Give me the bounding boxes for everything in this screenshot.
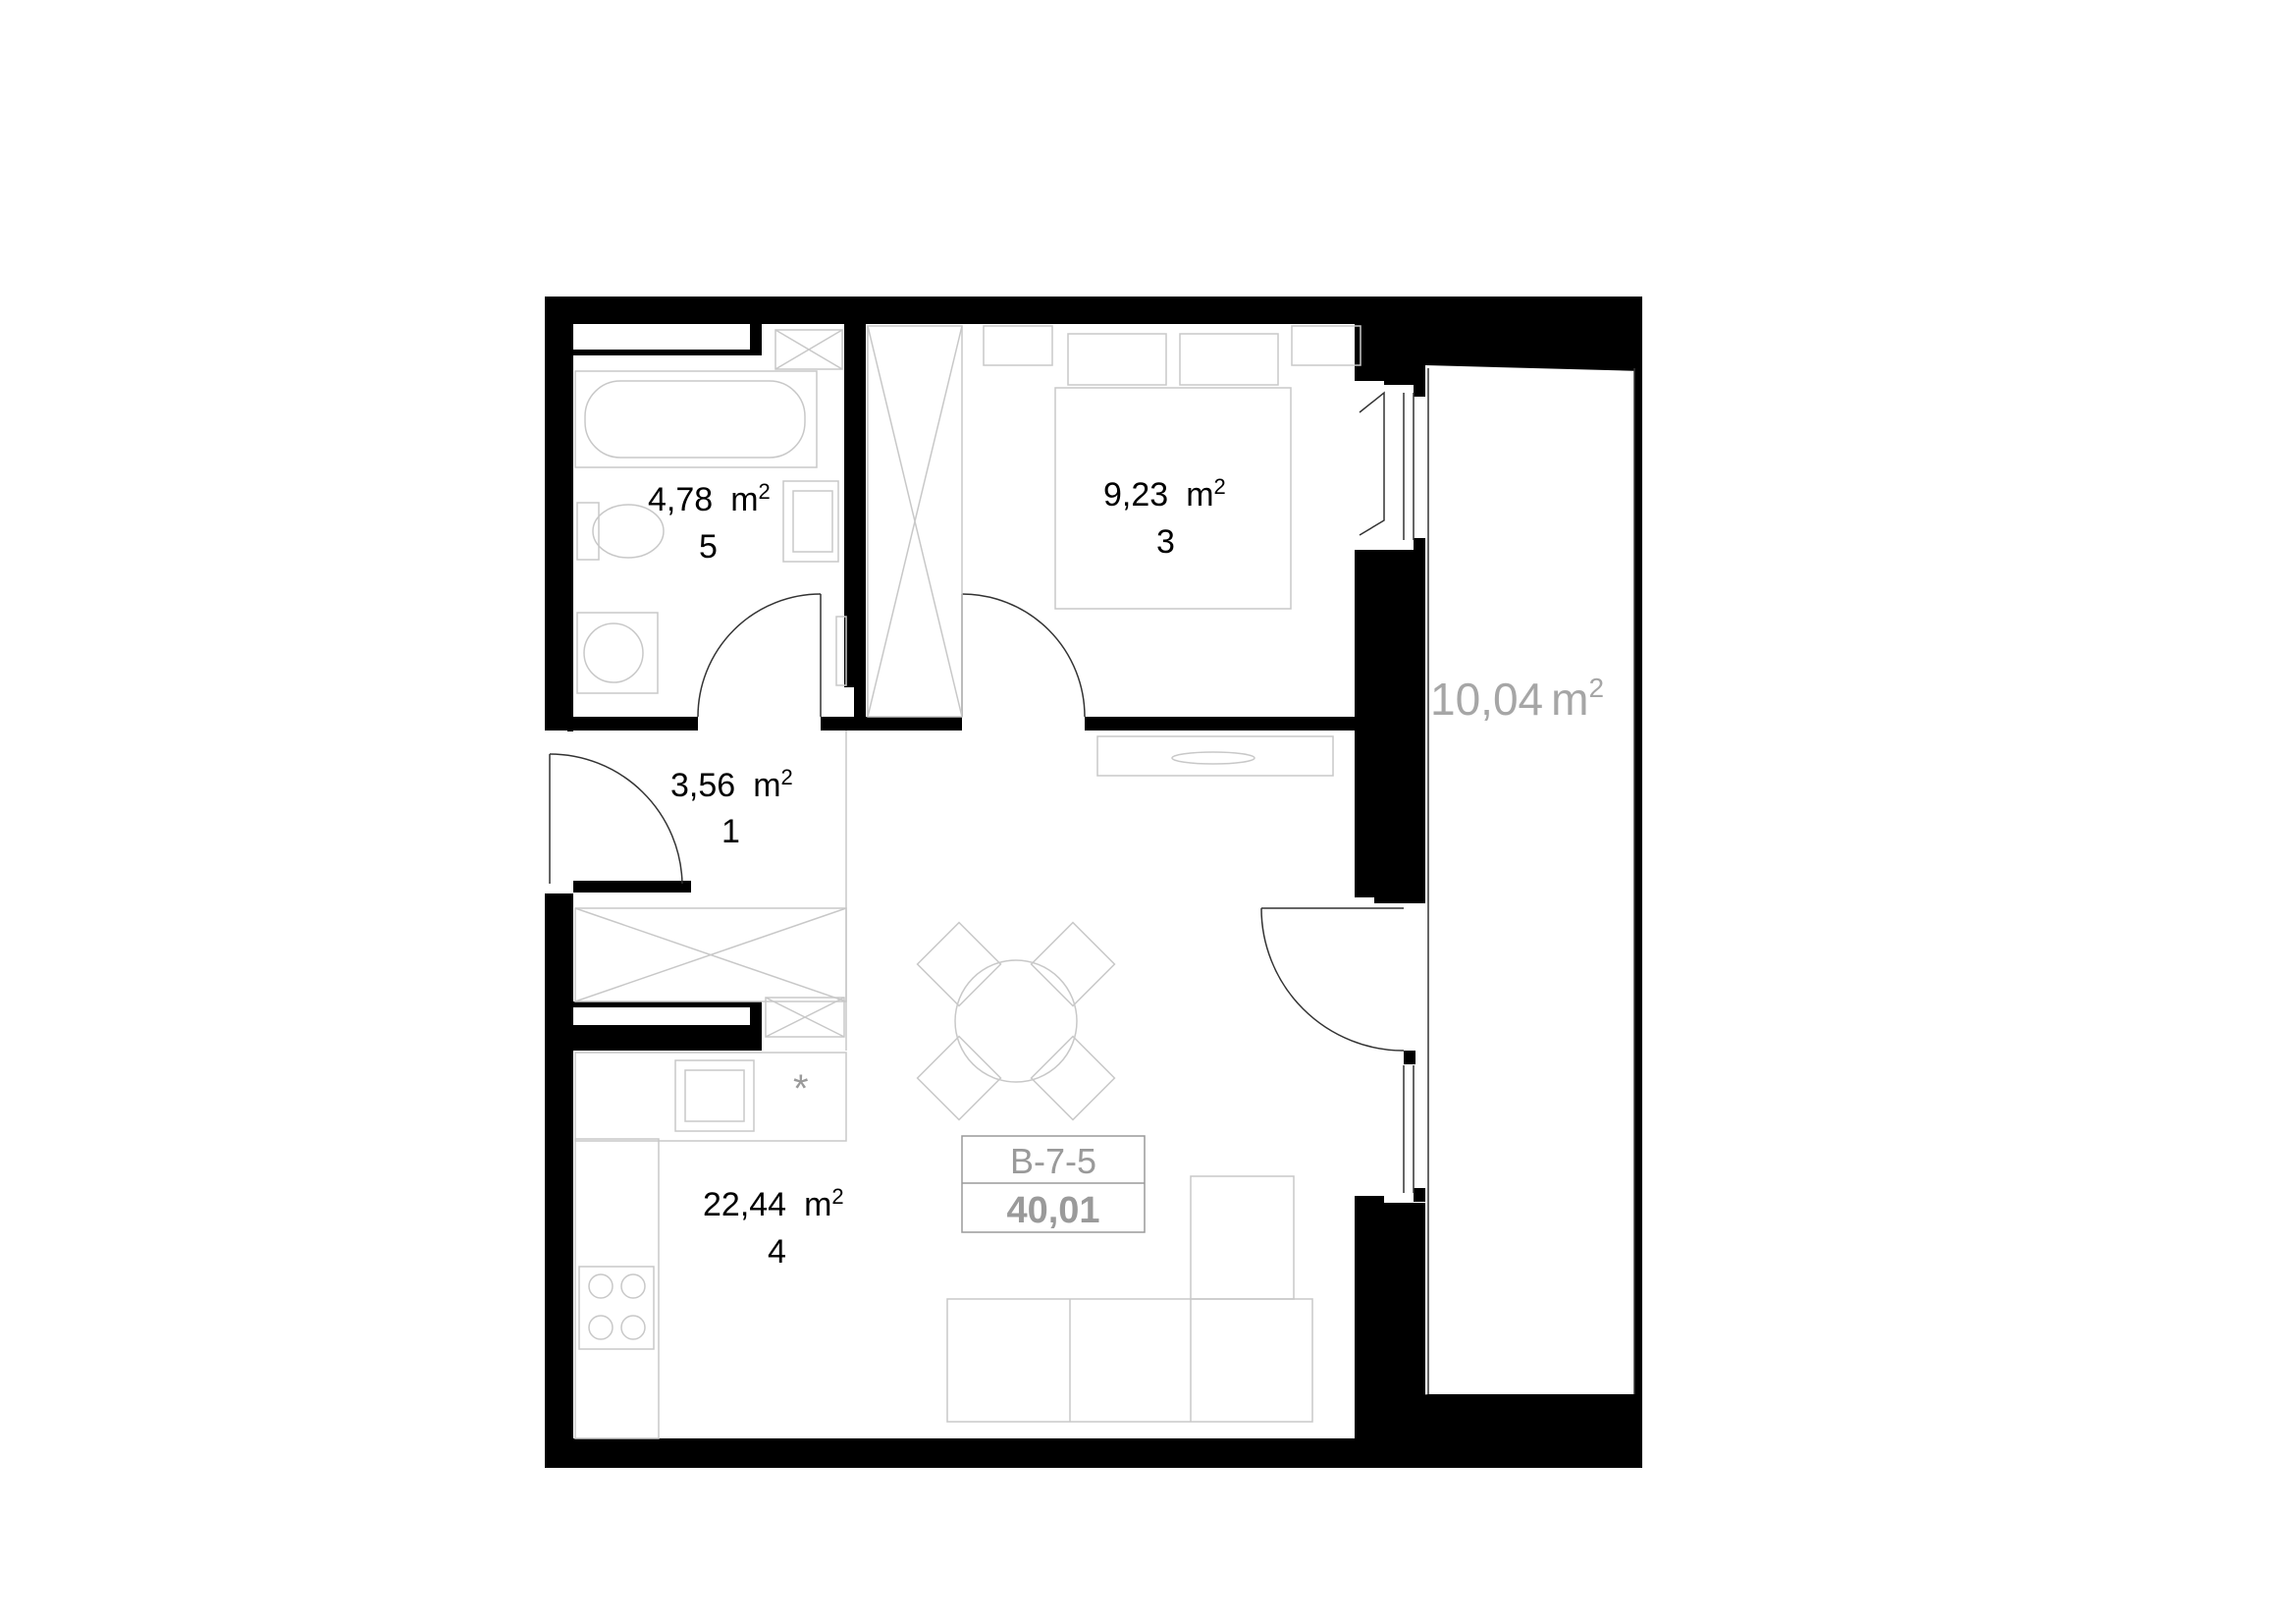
dining-chair-nw [916, 921, 1002, 1007]
wall-bath-notch [750, 324, 762, 355]
stove-burner-2 [620, 1273, 646, 1299]
doors [549, 391, 1415, 1193]
kitchen-counter-left [574, 1138, 660, 1439]
bed-pillow-right [1179, 333, 1279, 386]
entry-door-swing [549, 753, 683, 885]
wall-closet-bottom [573, 1025, 762, 1051]
wall-left-lower [545, 893, 573, 1467]
dining-chair-ne [1030, 921, 1116, 1007]
unit-code: B-7-5 [1010, 1141, 1096, 1181]
dining-chair-se [1030, 1035, 1116, 1121]
bed-pillow-left [1067, 333, 1167, 386]
kitchen-sink [674, 1059, 755, 1132]
wall-bed-bottom-l [854, 717, 962, 730]
unit-box-frame [961, 1135, 1146, 1233]
hall-closet-shaft-x2 [765, 997, 845, 1038]
kitchen-sink-basin [684, 1069, 745, 1122]
wall-balcony-bottom [1355, 1394, 1642, 1468]
living-shelf-knob [1171, 751, 1255, 765]
toilet-tank [576, 502, 600, 561]
bedroom-wardrobe [867, 325, 963, 718]
wall-bed-left [854, 324, 866, 730]
wall-nub-4 [1414, 1188, 1425, 1202]
balcony-door-swing [1260, 907, 1405, 1052]
stove-burner-3 [588, 1315, 614, 1340]
balcony [1427, 368, 1635, 1394]
living-shelf [1096, 735, 1334, 777]
bedroom-window-swing [1359, 391, 1385, 536]
stove-burner-1 [588, 1273, 614, 1299]
wall-bath-bottom [573, 717, 698, 730]
wall-bed-bottom-r [1085, 717, 1379, 730]
kitchen-asterisk-icon: * [793, 1067, 809, 1110]
bedside-right [1291, 325, 1362, 366]
wall-balcony-right [1634, 297, 1642, 1468]
hall-closet-shaft [765, 997, 845, 1038]
wall-nub-3 [1404, 1051, 1415, 1064]
bath-sink [782, 480, 839, 563]
wall-right-6 [1384, 297, 1425, 385]
wall-nub-2 [1414, 538, 1425, 552]
bedroom-wardrobe-x2 [867, 325, 963, 718]
sofa-chaise [1190, 1175, 1295, 1300]
wall-balcony-top [1355, 297, 1642, 371]
bath-shaft-x2 [774, 329, 843, 370]
wall-bath-bottom-r [821, 717, 860, 730]
washing-machine [576, 612, 659, 694]
wall-closet-notch [750, 1001, 762, 1031]
bedroom-number: 3 [1156, 523, 1175, 561]
wall-right-4 [1374, 550, 1425, 903]
bath-sink-basin [792, 490, 833, 553]
bathroom-number: 5 [699, 528, 718, 566]
wall-bath-left-inner [567, 324, 573, 731]
sofa-seat [946, 1298, 1313, 1423]
wall-nub-1 [1414, 385, 1425, 397]
wall-hall-bottom [573, 881, 691, 893]
unit-total-area: 40,01 [1006, 1190, 1099, 1231]
walls [545, 297, 1642, 1468]
dining-chair-sw [916, 1035, 1002, 1121]
kitchen-counter-top [574, 1052, 847, 1142]
living-number: 4 [768, 1233, 786, 1271]
bath-shaft [774, 329, 843, 370]
dining-table [954, 959, 1078, 1083]
bathroom-door-swing [697, 593, 822, 718]
wall-closet-top [573, 1001, 760, 1007]
bath-niche [835, 616, 847, 686]
hall-number: 1 [721, 813, 740, 850]
unit-info-box: B-7-5 40,01 [961, 1135, 1146, 1233]
wall-bath-top-shelf [573, 350, 755, 355]
bedside-left [983, 325, 1053, 366]
bathtub [574, 370, 818, 468]
wall-right-1 [1355, 297, 1384, 381]
stove-burner-4 [620, 1315, 646, 1340]
toilet-bowl [592, 504, 665, 559]
washing-machine-drum [583, 622, 644, 683]
bed [1054, 387, 1292, 610]
bathtub-inner [584, 380, 806, 459]
bedroom-door-swing [961, 593, 1086, 718]
wall-right-5 [1374, 1203, 1425, 1468]
hall-closet-x2 [574, 907, 847, 1002]
kitchen-stove [578, 1266, 655, 1350]
furniture: * [574, 325, 1362, 1439]
